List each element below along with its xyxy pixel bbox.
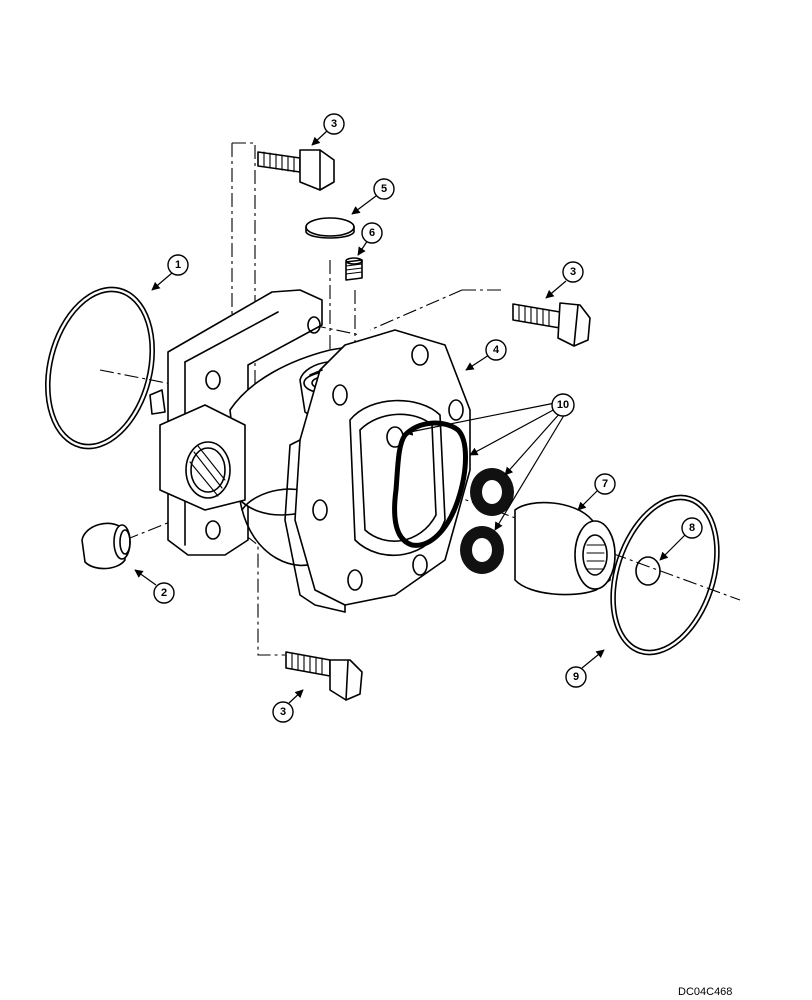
svg-text:7: 7 <box>602 478 608 490</box>
plug <box>81 522 131 570</box>
callout-3-bottom: 3 <box>272 701 294 723</box>
callout-3-top: 3 <box>323 113 345 135</box>
svg-text:4: 4 <box>493 344 500 356</box>
o-ring-large-left <box>44 286 156 450</box>
svg-text:3: 3 <box>280 706 286 718</box>
svg-text:9: 9 <box>573 671 579 683</box>
svg-text:1: 1 <box>175 259 181 271</box>
set-screw <box>345 257 363 281</box>
bolt-bottom <box>285 651 363 701</box>
cap-plug <box>305 217 355 239</box>
svg-text:2: 2 <box>161 587 167 599</box>
svg-text:3: 3 <box>331 118 337 130</box>
callout-10: 10 <box>551 393 575 417</box>
callout-4: 4 <box>485 339 507 361</box>
callout-2: 2 <box>153 582 175 604</box>
shaft-coupling <box>514 501 616 596</box>
svg-text:10: 10 <box>557 399 569 411</box>
svg-text:8: 8 <box>689 522 695 534</box>
o-ring-large-right <box>610 494 720 656</box>
callout-6: 6 <box>361 222 383 244</box>
callout-3-right: 3 <box>562 261 584 283</box>
callout-9: 9 <box>565 666 587 688</box>
svg-text:6: 6 <box>369 227 375 239</box>
callout-5: 5 <box>373 178 395 200</box>
seal-kit <box>386 420 514 574</box>
bolt-right <box>512 302 591 347</box>
front-cover-plate <box>284 329 471 613</box>
svg-text:5: 5 <box>381 183 387 195</box>
svg-text:3: 3 <box>570 266 576 278</box>
bolt-top <box>257 149 335 191</box>
callout-8: 8 <box>681 517 703 539</box>
callout-7: 7 <box>594 473 616 495</box>
leader-lines <box>134 130 686 704</box>
callout-1: 1 <box>167 254 189 276</box>
o-ring-small <box>635 556 661 586</box>
figure-code: DC04C468 <box>678 986 732 998</box>
